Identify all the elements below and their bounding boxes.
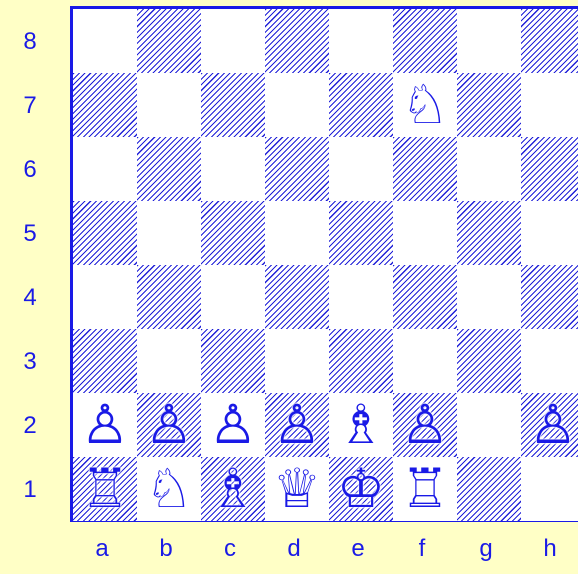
white-rook-icon[interactable]: ♖ bbox=[393, 457, 457, 521]
square-f5[interactable] bbox=[393, 201, 457, 265]
file-label: h bbox=[535, 535, 565, 563]
square-h1[interactable] bbox=[521, 457, 578, 521]
square-e4[interactable] bbox=[329, 265, 393, 329]
square-f8[interactable] bbox=[393, 9, 457, 73]
square-g2[interactable] bbox=[457, 393, 521, 457]
square-c4[interactable] bbox=[201, 265, 265, 329]
file-label: e bbox=[343, 535, 373, 563]
rank-label: 2 bbox=[18, 412, 42, 440]
square-f6[interactable] bbox=[393, 137, 457, 201]
white-pawn-icon[interactable]: ♙ bbox=[393, 393, 457, 457]
square-h2[interactable]: ♙ bbox=[521, 393, 578, 457]
rank-label: 8 bbox=[18, 28, 42, 56]
square-f7[interactable]: ♘ bbox=[393, 73, 457, 137]
square-c7[interactable] bbox=[201, 73, 265, 137]
file-label: c bbox=[215, 535, 245, 563]
square-a3[interactable] bbox=[73, 329, 137, 393]
rank-label: 7 bbox=[18, 92, 42, 120]
rank-label: 3 bbox=[18, 348, 42, 376]
square-a5[interactable] bbox=[73, 201, 137, 265]
square-h7[interactable] bbox=[521, 73, 578, 137]
square-g7[interactable] bbox=[457, 73, 521, 137]
square-f1[interactable]: ♖ bbox=[393, 457, 457, 521]
white-knight-icon[interactable]: ♘ bbox=[393, 73, 457, 137]
square-c8[interactable] bbox=[201, 9, 265, 73]
file-label: d bbox=[279, 535, 309, 563]
rank-label: 5 bbox=[18, 220, 42, 248]
square-b4[interactable] bbox=[137, 265, 201, 329]
square-h3[interactable] bbox=[521, 329, 578, 393]
square-f4[interactable] bbox=[393, 265, 457, 329]
file-label: f bbox=[407, 535, 437, 563]
square-a1[interactable]: ♖ bbox=[73, 457, 137, 521]
square-g3[interactable] bbox=[457, 329, 521, 393]
white-pawn-icon[interactable]: ♙ bbox=[201, 393, 265, 457]
square-b2[interactable]: ♙ bbox=[137, 393, 201, 457]
square-d7[interactable] bbox=[265, 73, 329, 137]
square-a8[interactable] bbox=[73, 9, 137, 73]
white-pawn-icon[interactable]: ♙ bbox=[521, 393, 578, 457]
rank-label: 4 bbox=[18, 284, 42, 312]
square-e2[interactable]: ♗ bbox=[329, 393, 393, 457]
file-label: a bbox=[87, 535, 117, 563]
square-g4[interactable] bbox=[457, 265, 521, 329]
square-g5[interactable] bbox=[457, 201, 521, 265]
square-d4[interactable] bbox=[265, 265, 329, 329]
square-a6[interactable] bbox=[73, 137, 137, 201]
square-d5[interactable] bbox=[265, 201, 329, 265]
square-a2[interactable]: ♙ bbox=[73, 393, 137, 457]
white-queen-icon[interactable]: ♕ bbox=[265, 457, 329, 521]
square-b5[interactable] bbox=[137, 201, 201, 265]
white-rook-icon[interactable]: ♖ bbox=[73, 457, 137, 521]
square-e5[interactable] bbox=[329, 201, 393, 265]
square-g8[interactable] bbox=[457, 9, 521, 73]
white-king-icon[interactable]: ♔ bbox=[329, 457, 393, 521]
square-a4[interactable] bbox=[73, 265, 137, 329]
square-d8[interactable] bbox=[265, 9, 329, 73]
white-knight-icon[interactable]: ♘ bbox=[137, 457, 201, 521]
file-label: b bbox=[151, 535, 181, 563]
square-b3[interactable] bbox=[137, 329, 201, 393]
square-c5[interactable] bbox=[201, 201, 265, 265]
square-e8[interactable] bbox=[329, 9, 393, 73]
square-h6[interactable] bbox=[521, 137, 578, 201]
square-g6[interactable] bbox=[457, 137, 521, 201]
square-c6[interactable] bbox=[201, 137, 265, 201]
square-a7[interactable] bbox=[73, 73, 137, 137]
square-d3[interactable] bbox=[265, 329, 329, 393]
square-e3[interactable] bbox=[329, 329, 393, 393]
file-label: g bbox=[471, 535, 501, 563]
white-bishop-icon[interactable]: ♗ bbox=[329, 393, 393, 457]
square-b6[interactable] bbox=[137, 137, 201, 201]
white-pawn-icon[interactable]: ♙ bbox=[73, 393, 137, 457]
square-c3[interactable] bbox=[201, 329, 265, 393]
white-pawn-icon[interactable]: ♙ bbox=[137, 393, 201, 457]
square-h4[interactable] bbox=[521, 265, 578, 329]
square-b1[interactable]: ♘ bbox=[137, 457, 201, 521]
square-f2[interactable]: ♙ bbox=[393, 393, 457, 457]
square-e1[interactable]: ♔ bbox=[329, 457, 393, 521]
rank-label: 1 bbox=[18, 476, 42, 504]
square-e6[interactable] bbox=[329, 137, 393, 201]
square-b8[interactable] bbox=[137, 9, 201, 73]
white-pawn-icon[interactable]: ♙ bbox=[265, 393, 329, 457]
square-g1[interactable] bbox=[457, 457, 521, 521]
square-b7[interactable] bbox=[137, 73, 201, 137]
square-c2[interactable]: ♙ bbox=[201, 393, 265, 457]
square-e7[interactable] bbox=[329, 73, 393, 137]
rank-label: 6 bbox=[18, 156, 42, 184]
square-c1[interactable]: ♗ bbox=[201, 457, 265, 521]
white-bishop-icon[interactable]: ♗ bbox=[201, 457, 265, 521]
square-f3[interactable] bbox=[393, 329, 457, 393]
square-d1[interactable]: ♕ bbox=[265, 457, 329, 521]
chess-board: ♘♙♙♙♙♗♙♙♖♘♗♕♔♖ bbox=[70, 6, 578, 522]
square-d6[interactable] bbox=[265, 137, 329, 201]
square-d2[interactable]: ♙ bbox=[265, 393, 329, 457]
square-h5[interactable] bbox=[521, 201, 578, 265]
square-h8[interactable] bbox=[521, 9, 578, 73]
